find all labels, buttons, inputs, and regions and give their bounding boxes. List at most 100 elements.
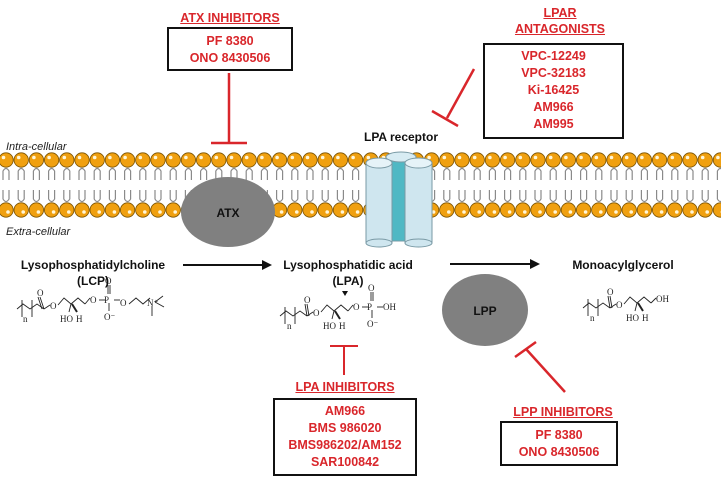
lipid-tail-pair [93,165,101,205]
lipid-head-inner [28,152,45,168]
lipid-tail-pair [473,165,481,205]
lipid-head-highlight [640,155,644,160]
lpa-inhibitor-item: AM966 [324,404,366,418]
lipid-head-highlight [472,155,477,160]
lipid-head-inner [560,152,577,168]
lipid-head-highlight [199,155,203,160]
lipid-tail-pair [716,165,721,205]
lipid-tail-pair [671,165,679,205]
lipid-head-highlight [260,155,264,160]
lipid-head-inner [484,152,500,168]
lipid-head-highlight [340,210,345,214]
lipid-head-highlight [51,210,56,214]
lipid-head-inner [606,152,622,168]
lipid-head-highlight [427,155,431,160]
lipid-head-highlight [127,210,132,214]
lpa-inhibitor-item: BMS986202/AM152 [288,438,402,452]
atx-inhibitors-title: ATX INHIBITORS [180,11,280,25]
lipid-head-outer [302,202,318,218]
lipid-tail-pair [17,165,25,205]
lipid-tail-pair [549,165,557,205]
lipid-tail-pair [291,165,299,205]
lipid-tail-pair [564,165,572,205]
lipid-head-highlight [153,155,158,160]
lipid-head-outer [43,202,60,218]
lipid-tail-pair [580,165,588,205]
svg-text:OH: OH [383,302,396,312]
lipid-head-highlight [503,155,507,160]
lpp-enzyme[interactable] [442,274,528,346]
lpar-antagonist-item: VPC-32183 [521,66,586,80]
lipid-head-inner [591,152,607,168]
lpa-inhibitors-box: AM966 BMS 986020 BMS986202/AM152 SAR1008… [273,398,417,476]
lipid-tail-pair [306,165,314,205]
lipid-head-highlight [355,210,360,214]
lipid-head-highlight [644,210,649,214]
lipid-head-highlight [320,155,325,160]
lipid-head-inner [43,152,60,168]
lipid-head-outer [606,202,622,218]
lipid-head-inner [104,152,121,168]
lipid-head-outer [150,202,166,218]
atx-enzyme[interactable] [181,177,275,247]
lipid-head-highlight [310,210,314,214]
lipid-tail-pair [336,165,344,205]
lipid-head-highlight [675,210,679,214]
lipid-head-highlight [173,210,177,214]
lipid-tail-pair [2,165,10,205]
lpa-receptor[interactable] [365,151,433,248]
lipid-head-inner [469,152,485,168]
lpar-antagonist-item: Ki-16425 [527,83,580,97]
monoacylglycerol-structure [582,295,657,316]
lipid-tail-pair [656,165,664,205]
lipid-head-inner [651,152,668,168]
lpc-name-text: Lysophosphatidylcholine [20,258,166,272]
lipid-head-highlight [92,155,97,160]
lipid-head-inner [271,152,288,168]
lipid-head-highlight [518,155,523,160]
lpp-inhibitors-title: LPP INHIBITORS [513,405,613,419]
lipid-head-outer [74,202,90,218]
lipid-head-highlight [538,210,542,214]
lpar-antagonist-item: AM995 [533,117,574,131]
svg-text:O: O [616,300,623,310]
lipid-head-inner [621,152,637,168]
intracellular-label: Intra-cellular [6,141,67,153]
lipid-head-highlight [690,210,694,214]
lipid-head-inner [682,152,698,168]
lipid-head-highlight [336,155,340,160]
lipid-head-inner [697,152,713,168]
lipid-head-highlight [77,155,82,160]
lipid-head-highlight [168,155,173,160]
lipid-head-outer [454,202,470,218]
lipid-head-highlight [97,210,101,214]
lipid-head-highlight [325,210,330,214]
lipid-tail-pair [458,165,466,205]
lipid-head-highlight [533,155,538,160]
lipid-head-outer [469,202,485,218]
lipid-head-highlight [716,155,720,160]
lpa-inhibition-bar [330,345,358,375]
lipid-head-highlight [62,155,67,160]
lipid-head-outer [591,202,607,218]
svg-text:O: O [105,276,112,286]
svg-text:P: P [104,295,109,305]
lipid-head-outer [712,202,721,218]
lipid-head-inner [226,152,242,168]
svg-text:O: O [304,295,311,305]
lipid-head-highlight [229,155,234,160]
svg-text:n: n [590,313,595,323]
lpar-antagonist-item: AM966 [533,100,574,114]
lpar-antagonists-title: LPAR ANTAGONISTS [490,5,630,37]
lipid-tails [2,165,721,205]
lipid-head-highlight [21,210,26,214]
lpp-inhibitor-item: PF 8380 [535,428,583,442]
svg-text:N⁺: N⁺ [147,298,158,308]
atx-label: ATX [216,206,240,220]
lipid-tail-pair [610,165,618,205]
svg-text:O⁻: O⁻ [367,319,378,329]
extracellular-label: Extra-cellular [6,226,71,238]
lipid-head-inner [454,152,470,168]
svg-text:O: O [50,301,57,311]
lipid-head-outer [499,202,516,218]
